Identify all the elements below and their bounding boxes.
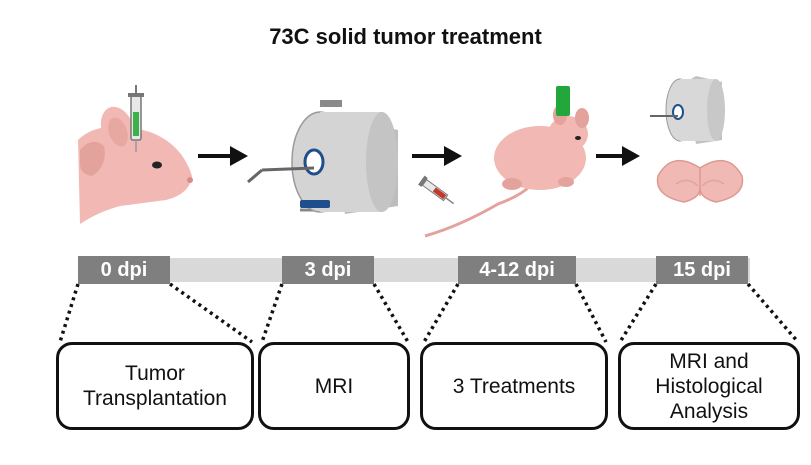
- stage-box-line: Histological: [655, 374, 763, 398]
- stage-box-treatments: 3 Treatments: [420, 342, 608, 430]
- mouse-head-syringe-icon: [78, 85, 193, 224]
- mouse-treatment-icon: [418, 86, 589, 238]
- mri-scanner-icon: [247, 100, 398, 214]
- arrow-icon: [596, 146, 640, 166]
- mri-brain-section-icon: [650, 76, 744, 203]
- dpi-badge-3: 3 dpi: [282, 256, 374, 284]
- stage-box-line: MRI and: [669, 349, 749, 373]
- dpi-badge-4-12: 4-12 dpi: [458, 256, 576, 284]
- dpi-badge-0: 0 dpi: [78, 256, 170, 284]
- arrow-icon: [198, 146, 248, 166]
- diagram-title: 73C solid tumor treatment: [269, 24, 542, 49]
- stage-box-line: Transplantation: [83, 387, 227, 410]
- stage-box-line: MRI: [314, 374, 354, 398]
- stage-box-line: 3 Treatments: [452, 374, 576, 398]
- stage-box-mri-histology: MRI and Histological Analysis: [618, 342, 800, 430]
- stage-box-mri: MRI: [258, 342, 410, 430]
- dpi-badge-15: 15 dpi: [656, 256, 748, 284]
- timeline-bar: [78, 258, 750, 282]
- dotted-connectors: [58, 282, 800, 344]
- stage-box-tumor-transplantation: Tumor Transplantation: [56, 342, 254, 430]
- stage-box-line: Tumor: [125, 362, 185, 385]
- arrow-icon: [412, 146, 462, 166]
- stage-box-line: Analysis: [669, 399, 749, 423]
